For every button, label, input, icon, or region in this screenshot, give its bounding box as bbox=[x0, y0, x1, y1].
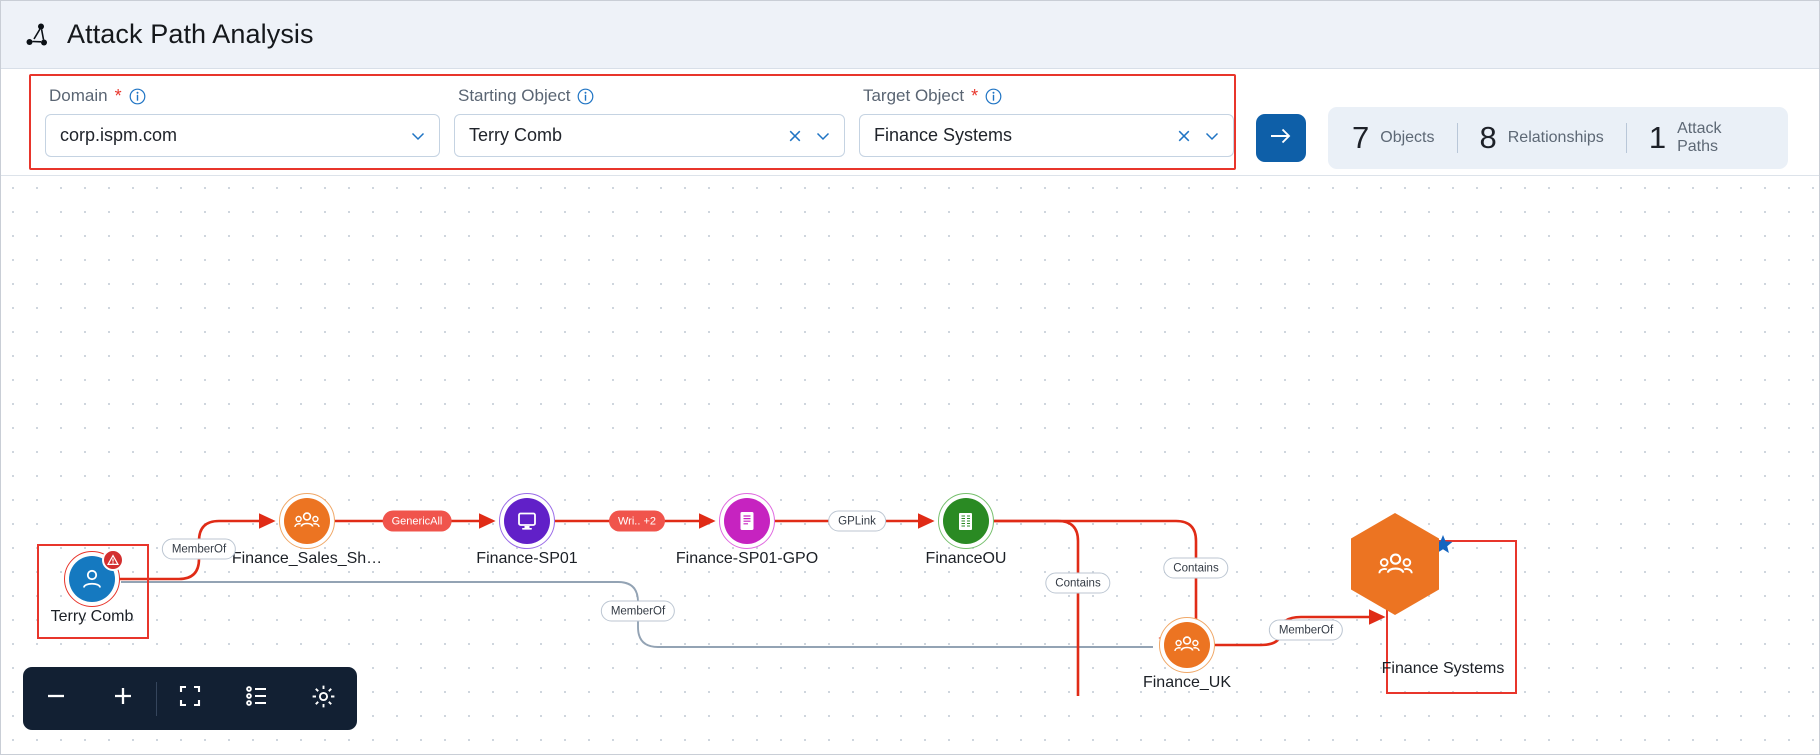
toolbar-divider bbox=[156, 681, 158, 716]
graph-canvas[interactable]: Terry Comb Finance_Sales_Sh… bbox=[1, 175, 1819, 754]
graph-node-label: Finance-SP01-GPO bbox=[675, 550, 819, 567]
edge-label-memberof-1[interactable]: MemberOf bbox=[161, 538, 237, 560]
edge-label-gplink[interactable]: GPLink bbox=[828, 510, 886, 532]
stat-attack-paths-value: 1 bbox=[1648, 120, 1667, 155]
run-analysis-button[interactable] bbox=[1256, 114, 1306, 162]
gear-icon bbox=[310, 683, 337, 715]
graph-node-label: Terry Comb bbox=[50, 608, 134, 625]
graph-node-finance-sales-share[interactable] bbox=[279, 493, 335, 549]
target-object-label: Target Object bbox=[862, 86, 965, 105]
zoom-out-button[interactable] bbox=[23, 667, 90, 730]
stat-objects-value: 7 bbox=[1352, 120, 1370, 155]
domain-field-group: Domain * corp.ispm.com bbox=[31, 76, 440, 168]
clear-icon[interactable] bbox=[1173, 125, 1195, 147]
target-object-label-row: Target Object * bbox=[859, 86, 1234, 106]
organizational-unit-icon bbox=[943, 498, 989, 544]
starting-object-label: Starting Object bbox=[457, 86, 571, 105]
graph-node-finance-sp01-gpo[interactable] bbox=[719, 493, 775, 549]
edge-label-contains-1[interactable]: Contains bbox=[1045, 572, 1111, 594]
stat-relationships: 8 Relationships bbox=[1480, 120, 1604, 156]
zoom-in-button[interactable] bbox=[90, 667, 157, 730]
clear-icon[interactable] bbox=[784, 125, 806, 147]
chevron-down-icon[interactable] bbox=[812, 125, 834, 147]
hexagon-shape bbox=[1351, 513, 1439, 615]
page-title: Attack Path Analysis bbox=[67, 19, 314, 49]
chevron-down-icon[interactable] bbox=[1201, 125, 1223, 147]
network-graph-icon bbox=[23, 20, 53, 50]
graph-toolbar bbox=[23, 667, 357, 730]
computer-icon bbox=[504, 498, 550, 544]
edge-label-genericall[interactable]: GenericAll bbox=[382, 510, 452, 532]
graph-node-finance-systems[interactable] bbox=[1351, 513, 1491, 670]
page-header: Attack Path Analysis bbox=[1, 1, 1819, 69]
info-icon[interactable] bbox=[129, 88, 146, 105]
graph-node-finance-ou[interactable] bbox=[938, 493, 994, 549]
graph-node-label: FinanceOU bbox=[925, 550, 1007, 567]
domain-select[interactable]: corp.ispm.com bbox=[45, 114, 440, 157]
starting-node-highlight-box bbox=[37, 544, 149, 639]
domain-label: Domain bbox=[49, 86, 108, 105]
graph-node-label: Finance_Sales_Sh… bbox=[231, 550, 383, 567]
target-node-highlight-box bbox=[1386, 540, 1517, 694]
edge-label-memberof-3[interactable]: MemberOf bbox=[1268, 619, 1344, 641]
graph-node-finance-uk[interactable] bbox=[1159, 617, 1215, 673]
starting-object-value: Terry Comb bbox=[468, 125, 562, 145]
chevron-down-icon[interactable] bbox=[407, 125, 429, 147]
stats-panel: 7 Objects 8 Relationships 1 Attack Paths bbox=[1328, 107, 1788, 169]
domain-value: corp.ispm.com bbox=[60, 125, 178, 145]
stat-relationships-value: 8 bbox=[1479, 120, 1497, 155]
edge-label-contains-2[interactable]: Contains bbox=[1163, 557, 1229, 579]
minus-icon bbox=[43, 683, 69, 714]
fit-screen-button[interactable] bbox=[157, 667, 224, 730]
arrow-right-icon bbox=[1268, 125, 1294, 152]
group-icon bbox=[1164, 622, 1210, 668]
gpo-document-icon bbox=[724, 498, 770, 544]
stat-attack-paths-label: Attack Paths bbox=[1677, 119, 1722, 155]
domain-label-row: Domain * bbox=[45, 86, 440, 106]
starting-object-label-row: Starting Object bbox=[454, 86, 845, 106]
group-icon bbox=[284, 498, 330, 544]
settings-button[interactable] bbox=[290, 667, 357, 730]
layout-list-button[interactable] bbox=[224, 667, 291, 730]
target-object-field-group: Target Object * Finance Systems bbox=[845, 76, 1234, 168]
stat-relationships-label: Relationships bbox=[1507, 128, 1604, 146]
graph-node-label: Finance-SP01 bbox=[476, 550, 578, 567]
target-object-value: Finance Systems bbox=[873, 125, 1013, 145]
expand-icon bbox=[177, 683, 203, 714]
graph-node-label: Finance_UK bbox=[1142, 674, 1232, 691]
starting-object-field-group: Starting Object Terry Comb bbox=[440, 76, 845, 168]
filter-highlight-box: Domain * corp.ispm.com bbox=[29, 74, 1236, 170]
graph-node-label: Finance Systems bbox=[1381, 660, 1505, 677]
info-icon[interactable] bbox=[577, 88, 594, 105]
graph-node-finance-sp01[interactable] bbox=[499, 493, 555, 549]
warning-badge-icon bbox=[102, 549, 124, 571]
starting-object-select[interactable]: Terry Comb bbox=[453, 114, 845, 157]
stat-attack-paths: 1 Attack Paths bbox=[1649, 120, 1741, 157]
stats-divider bbox=[1456, 123, 1458, 153]
filter-bar: Domain * corp.ispm.com bbox=[1, 69, 1819, 175]
stat-objects-label: Objects bbox=[1380, 128, 1435, 146]
edge-label-memberof-2[interactable]: MemberOf bbox=[600, 600, 676, 622]
stats-divider bbox=[1625, 123, 1627, 153]
domain-required-marker: * bbox=[114, 86, 122, 106]
info-icon[interactable] bbox=[985, 88, 1002, 105]
list-settings-icon bbox=[244, 683, 270, 714]
edge-label-write-plus2[interactable]: Wri.. +2 bbox=[608, 510, 666, 532]
stat-objects: 7 Objects bbox=[1352, 120, 1435, 156]
plus-icon bbox=[110, 683, 136, 714]
graph-node-terry-comb[interactable] bbox=[64, 549, 124, 607]
target-object-required-marker: * bbox=[971, 86, 979, 106]
target-object-select[interactable]: Finance Systems bbox=[858, 114, 1234, 157]
